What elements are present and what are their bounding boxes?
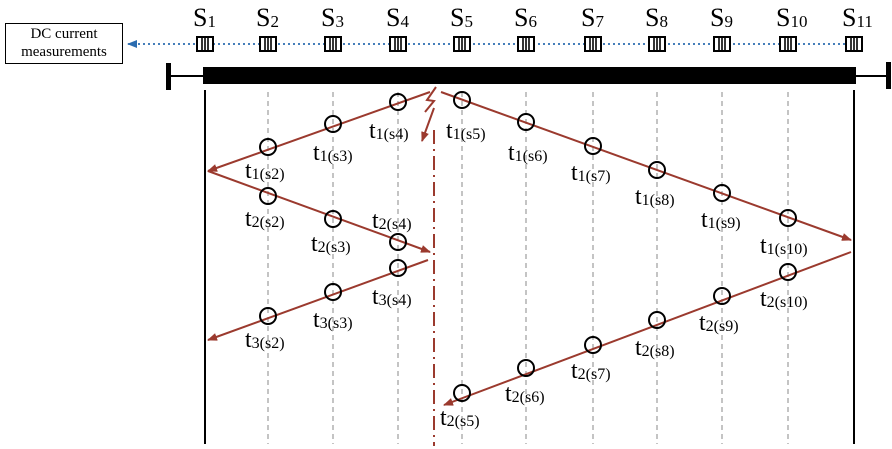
sensor-s3: S3	[321, 3, 344, 52]
arrival-time-label: t1(s7)	[571, 160, 611, 186]
arrival-time-label: t2(s7)	[571, 358, 611, 384]
dc-current-measurements-label: DC current measurements	[5, 23, 123, 64]
sensor-s4: S4	[386, 3, 409, 52]
transmission-line	[166, 62, 891, 113]
arrival-marker-20	[453, 384, 471, 402]
wave-right-1	[440, 91, 852, 241]
sensor-s10: S10	[776, 3, 807, 52]
line-end-right	[886, 62, 891, 89]
arrival-time-label: t1(s8)	[635, 184, 675, 210]
arrival-marker-12	[389, 259, 407, 277]
arrival-marker-16	[713, 287, 731, 305]
wave-left-2	[207, 170, 431, 253]
arrival-marker-2	[324, 115, 342, 133]
arrival-time-label: t1(s9)	[701, 207, 741, 233]
arrival-time-label: t2(s10)	[760, 286, 808, 312]
sensor-s11: S11	[842, 3, 873, 52]
arrival-time-label: t2(s4)	[372, 208, 412, 234]
line-bar	[203, 67, 856, 84]
arrival-marker-8	[779, 209, 797, 227]
sensor-label: S3	[321, 3, 344, 32]
sensor-label: S7	[581, 3, 604, 32]
arrival-marker-11	[324, 210, 342, 228]
arrival-time-label: t2(s5)	[440, 405, 480, 431]
arrival-marker-15	[779, 263, 797, 281]
sensor-gridlines	[204, 90, 855, 446]
arrival-marker-5	[584, 137, 602, 155]
arrival-marker-6	[648, 161, 666, 179]
arrival-marker-13	[324, 283, 342, 301]
arrival-marker-1	[453, 91, 471, 109]
wave-left-1	[207, 91, 431, 172]
sensor-label: S10	[776, 3, 807, 32]
arrival-time-label: t1(s10)	[760, 233, 808, 259]
label-line2: measurements	[21, 44, 107, 60]
arrival-markers	[259, 91, 797, 402]
arrival-time-label: t1(s2)	[245, 158, 285, 184]
arrival-time-label: t2(s8)	[635, 335, 675, 361]
arrival-time-label: t3(s4)	[372, 284, 412, 310]
sensor-label: S2	[256, 3, 279, 32]
arrival-marker-10	[389, 233, 407, 251]
fault-incident-arrow	[421, 107, 435, 142]
sensor-s8: S8	[645, 3, 668, 52]
arrival-time-label: t2(s9)	[699, 310, 739, 336]
arrival-marker-4	[259, 138, 277, 156]
wave-paths	[207, 91, 852, 406]
fault-bolt	[424, 86, 437, 113]
arrival-time-label: t1(s3)	[313, 140, 353, 166]
sensor-row: S1 S2 S3 S4 S5 S6 S7 S8 S9 S10 S11	[127, 3, 873, 52]
sensor-label: S5	[450, 3, 473, 32]
arrival-time-label: t1(s6)	[508, 140, 548, 166]
arrival-marker-19	[517, 359, 535, 377]
arrival-time-label: t3(s2)	[245, 327, 285, 353]
sensor-s9: S9	[710, 3, 733, 52]
arrival-marker-3	[517, 113, 535, 131]
arrival-marker-18	[584, 336, 602, 354]
sensor-label: S1	[193, 3, 216, 32]
arrival-time-label: t3(s3)	[313, 307, 353, 333]
sensor-label: S9	[710, 3, 733, 32]
sensor-label: S8	[645, 3, 668, 32]
sensor-s5: S5	[450, 3, 473, 52]
sensor-s6: S6	[514, 3, 537, 52]
arrival-time-label: t2(s2)	[245, 206, 285, 232]
arrival-time-label: t1(s4)	[369, 118, 409, 144]
sensor-label: S6	[514, 3, 537, 32]
arrival-time-label: t2(s3)	[311, 231, 351, 257]
arrival-time-label: t2(s6)	[505, 381, 545, 407]
line-end-left	[166, 63, 171, 90]
label-line1: DC current	[30, 26, 98, 42]
sensor-label: S4	[386, 3, 409, 32]
sensor-s7: S7	[581, 3, 604, 52]
arrival-time-labels: t1(s4) t1(s5) t1(s3) t1(s6) t1(s2) t1(s7) t1(s…	[245, 118, 808, 431]
arrival-marker-14	[259, 307, 277, 325]
arrival-time-label: t1(s5)	[446, 118, 486, 144]
arrival-marker-17	[648, 311, 666, 329]
arrival-marker-0	[389, 93, 407, 111]
sensor-s1: S1	[193, 3, 216, 52]
sensor-label: S11	[842, 3, 873, 32]
arrival-marker-7	[713, 184, 731, 202]
sensor-s2: S2	[256, 3, 279, 52]
arrival-marker-9	[259, 187, 277, 205]
